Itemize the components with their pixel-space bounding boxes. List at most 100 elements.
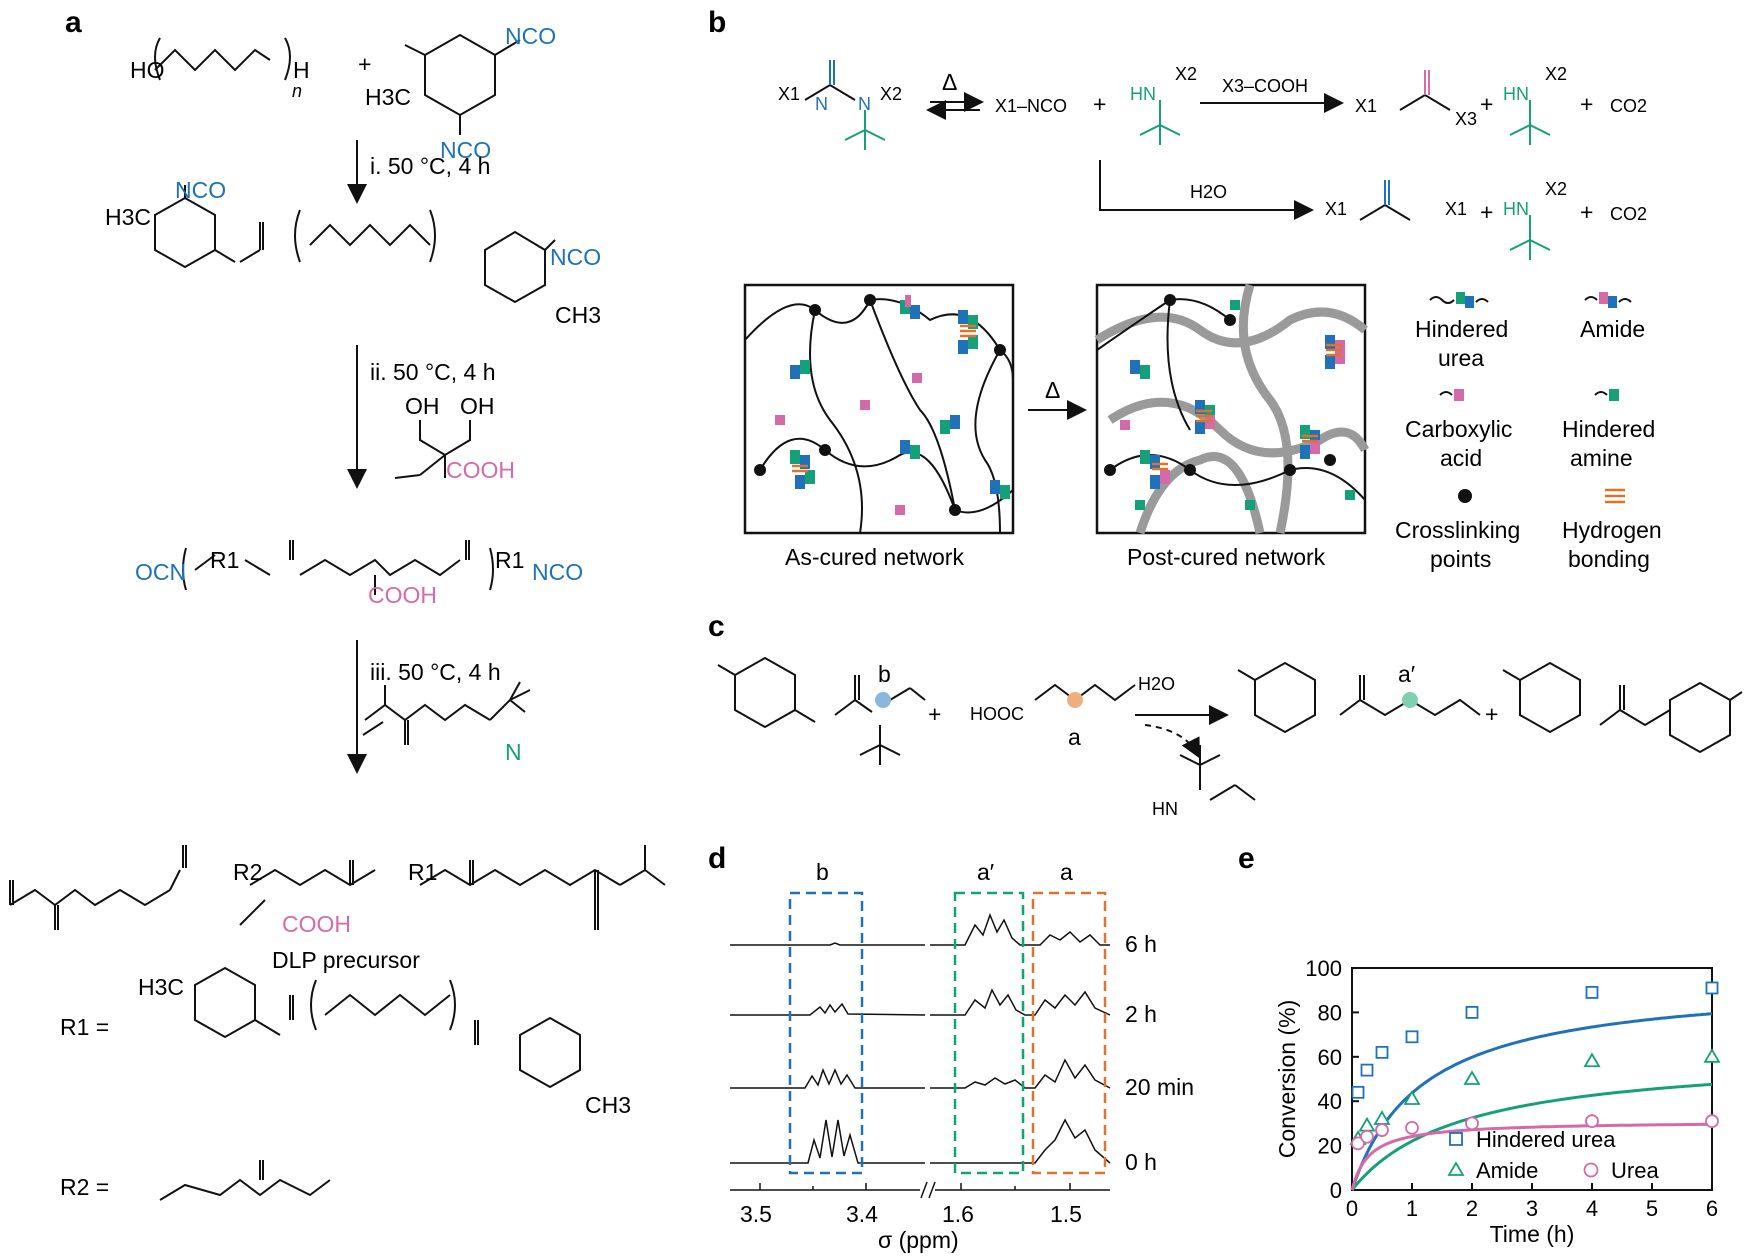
x1-nco-label: X1–NCO [995, 96, 1067, 116]
legend-marker-1 [1447, 1161, 1465, 1176]
h3c-label-1: H3C [365, 84, 411, 110]
box-label-b: b [816, 859, 829, 885]
legend-label-0: Hindered urea [1476, 1127, 1616, 1152]
proton-b-marker [875, 692, 891, 708]
y-tick-label-0: 0 [1330, 1178, 1342, 1203]
ch3-label-1: CH3 [555, 302, 601, 328]
hindered-urea-icon [1429, 292, 1489, 308]
fit-line-1 [1350, 1082, 1713, 1191]
carboxylic-acid-icon [1439, 389, 1464, 401]
y-tick-label-4: 80 [1318, 1000, 1342, 1025]
x3-cooh-label: X3–COOH [1222, 76, 1308, 96]
polyol-h: H [293, 57, 310, 83]
x-tick-label-1: 1 [1406, 1196, 1418, 1221]
plus-c-2: + [1485, 701, 1498, 727]
chart-plot-frame [1351, 967, 1713, 1191]
co2-label-2: CO2 [1610, 204, 1647, 224]
cooh-label-2: COOH [368, 582, 437, 608]
legend-hindered-amine-1: Hindered [1562, 416, 1655, 442]
post-cured-network [1094, 283, 1370, 535]
point-1-3 [1403, 1090, 1421, 1105]
legend-hbond-2: bonding [1568, 546, 1650, 572]
legend-hindered-urea-2: urea [1438, 345, 1484, 371]
hn-amine-1: HN [1130, 84, 1156, 104]
panel-a-scheme [9, 33, 666, 1201]
r1-definition: R1 = [60, 1014, 109, 1040]
nco-label-1: NCO [505, 23, 556, 49]
legend-label-2: Urea [1611, 1158, 1659, 1183]
y-tick-label-2: 40 [1318, 1089, 1342, 1114]
nmr-tick-3-5: 3.5 [740, 1201, 772, 1227]
x-tick-label-4: 4 [1586, 1196, 1598, 1221]
region-box-a-prime [953, 891, 1025, 1175]
legend-carboxylic-1: Carboxylic [1405, 416, 1512, 442]
cooh-label-3: COOH [282, 911, 351, 937]
panel-c-scheme [717, 656, 1743, 801]
crosslink-dot-icon [1458, 489, 1472, 503]
point-0-6 [1705, 981, 1719, 995]
point-2-1 [1360, 1129, 1374, 1144]
y-tick-label-3: 60 [1318, 1045, 1342, 1070]
legend-hbond-1: Hydrogen [1562, 517, 1662, 543]
point-2-4 [1465, 1116, 1479, 1131]
panel-label-c: c [708, 610, 725, 643]
x2-label: X2 [880, 84, 902, 104]
panel-b-text: X1 N N X2 Δ X1–NCO + HN X2 X3–COOH X1 X3… [778, 64, 1647, 570]
x1-amide: X1 [1355, 96, 1377, 116]
legend-amide: Amide [1580, 316, 1645, 342]
panel-d-text: b a′ a 6 h 2 h 20 min 0 h 3.5 3.4 1.6 1.… [740, 859, 1194, 1253]
as-cured-network [744, 298, 1014, 534]
step-1-label: i. 50 °C, 4 h [370, 153, 490, 179]
panel-b-scheme [743, 60, 1551, 535]
point-2-2 [1375, 1123, 1389, 1137]
nmr-tick-1-5: 1.5 [1050, 1201, 1082, 1227]
network-motifs [775, 295, 1355, 515]
x2-amine-2: X2 [1545, 64, 1567, 84]
hydrogen-bond-marks [792, 324, 1342, 473]
x-tick-label-5: 5 [1646, 1196, 1658, 1221]
panel-c-text: b + HOOC a H2O HN a′ + [878, 661, 1498, 819]
plus-b-2: + [1480, 91, 1493, 117]
time-label-2h: 2 h [1125, 1001, 1157, 1027]
plus-b-3: + [1580, 91, 1593, 117]
polyol-ho: HO [130, 57, 165, 83]
point-2-0 [1351, 1136, 1365, 1151]
h3c-label-3: H3C [138, 974, 184, 1000]
hn-amine-3: HN [1503, 199, 1529, 219]
c-label-b: b [878, 661, 891, 687]
delta-network: Δ [1045, 377, 1060, 403]
time-label-20min: 20 min [1125, 1074, 1194, 1100]
x2-amine-3: X2 [1545, 179, 1567, 199]
chart-ylabel: Conversion (%) [1274, 1000, 1300, 1159]
r1-label-3: R1 [408, 859, 437, 885]
step-2-label: ii. 50 °C, 4 h [370, 359, 496, 385]
x1-urea-l: X1 [1325, 199, 1347, 219]
as-cured-caption: As-cured network [785, 544, 964, 570]
box-label-a-prime: a′ [977, 859, 994, 885]
nmr-spectra [730, 912, 1111, 1199]
hindered-amine-icon [1594, 389, 1619, 401]
time-label-0h: 0 h [1125, 1149, 1157, 1175]
x1-label: X1 [778, 84, 800, 104]
panel-c-dots [875, 692, 1418, 708]
proton-a-prime-marker [1402, 692, 1418, 708]
fit-line-2 [1350, 1122, 1712, 1191]
c-label-a-prime: a′ [1398, 661, 1415, 687]
plus-a: + [358, 51, 371, 77]
proton-a-marker [1067, 692, 1083, 708]
point-0-0 [1351, 1085, 1365, 1099]
delta-label: Δ [942, 69, 957, 95]
oh-label-1: OH [405, 393, 440, 419]
n-urea: N [858, 94, 871, 114]
panel-a-text: HO H n + NCO NCO H3C i. 50 °C, 4 h NCO H… [60, 23, 631, 1200]
x-tick-label-3: 3 [1526, 1196, 1538, 1221]
panel-label-e: e [1238, 842, 1255, 875]
ocn-label: OCN [135, 559, 186, 585]
panel-label-b: b [708, 6, 726, 39]
point-2-3 [1405, 1120, 1419, 1135]
point-1-6 [1703, 1048, 1721, 1063]
legend-carboxylic-2: acid [1440, 445, 1482, 471]
hn-label-c: HN [1152, 799, 1178, 819]
